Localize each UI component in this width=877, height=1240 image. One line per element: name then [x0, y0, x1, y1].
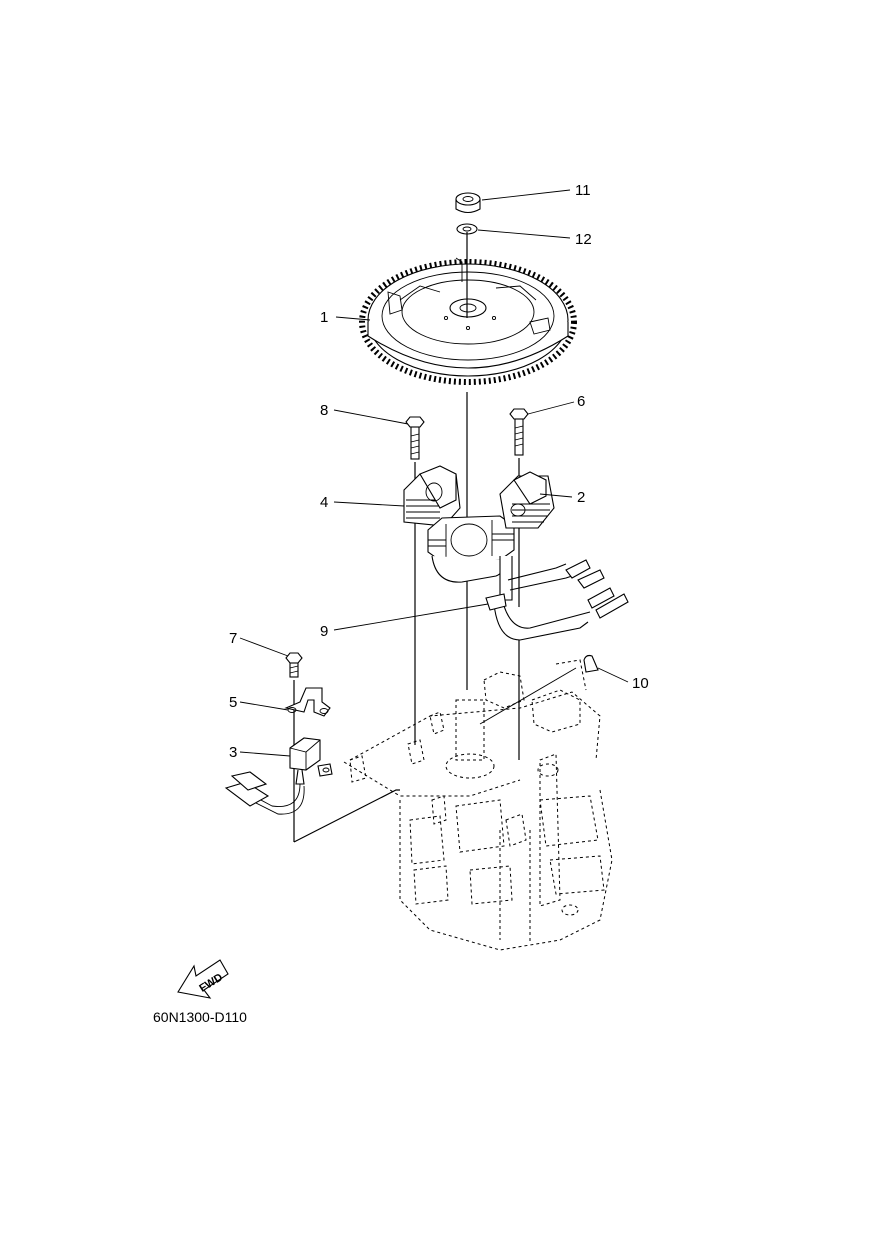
- bracket-part: [284, 687, 331, 717]
- callout-6: 6: [577, 393, 585, 410]
- callout-3: 3: [229, 744, 237, 761]
- callout-7: 7: [229, 630, 237, 647]
- washer-part: [456, 223, 478, 235]
- callout-11: 11: [575, 182, 591, 199]
- callout-2: 2: [577, 489, 585, 506]
- callout-4: 4: [320, 494, 328, 511]
- callout-9: 9: [320, 623, 328, 640]
- callout-10: 10: [632, 675, 649, 692]
- bolt-8-part: [405, 416, 425, 460]
- leader-lines: [239, 189, 629, 757]
- nut-part: [455, 192, 481, 214]
- engine-block: [343, 659, 613, 951]
- forward-arrow-icon: FWD: [177, 959, 229, 999]
- bolt-6-part: [509, 408, 529, 456]
- flywheel-part: [359, 257, 577, 385]
- bolt-7-part: [285, 652, 303, 678]
- callout-12: 12: [575, 231, 592, 248]
- stator-coil-assembly: [403, 465, 629, 641]
- callout-1: 1: [320, 309, 328, 326]
- callout-5: 5: [229, 694, 237, 711]
- woodruff-key-part: [583, 654, 599, 673]
- sensor-part: [224, 737, 333, 815]
- callout-8: 8: [320, 402, 328, 419]
- diagram-code: 60N1300-D110: [153, 1009, 247, 1025]
